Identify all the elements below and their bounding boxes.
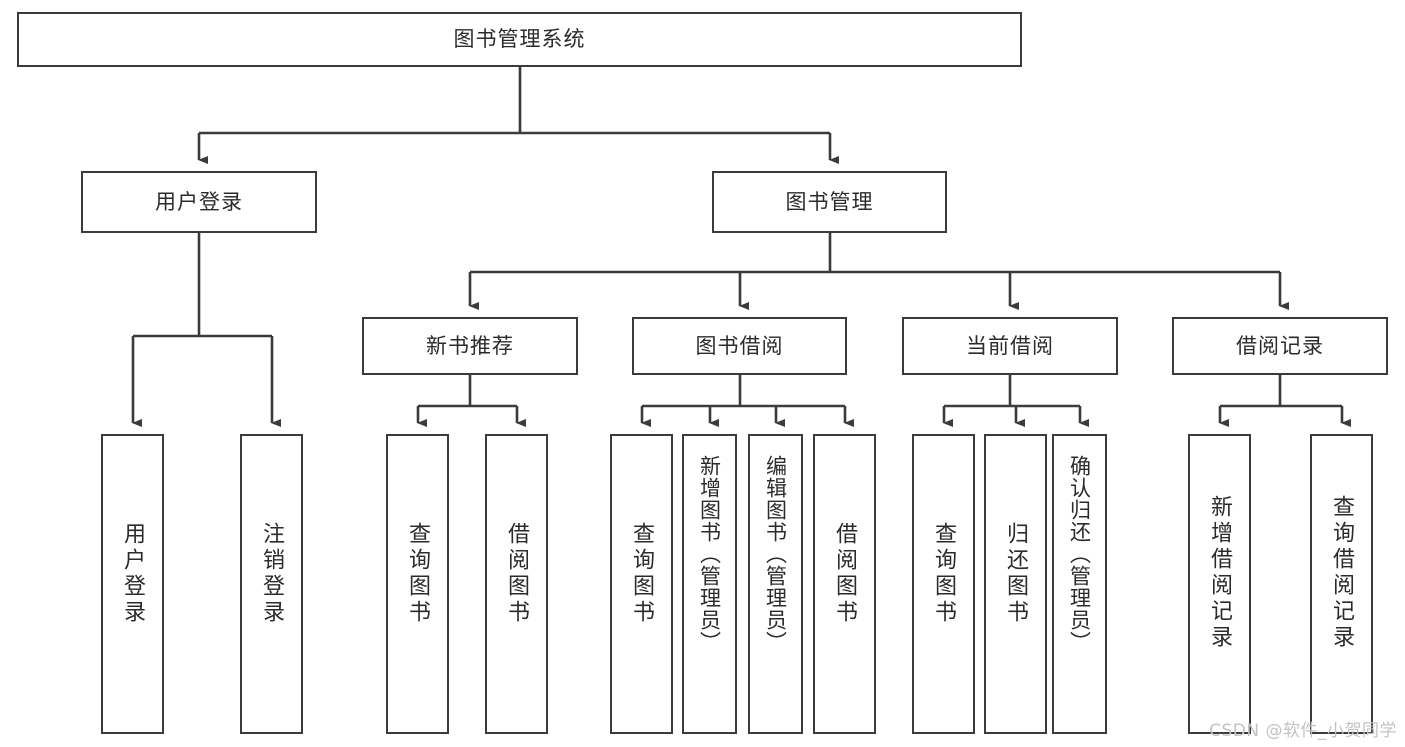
node-leaf-user-login[interactable]: 用户登录: [101, 434, 164, 734]
node-label-leaf-user-login: 用户登录: [120, 522, 146, 626]
node-leaf-add-book[interactable]: 新增图书（管理员）: [682, 434, 737, 734]
node-new-book-recommend[interactable]: 新书推荐: [362, 317, 578, 375]
node-leaf-query-book-2[interactable]: 查询图书: [610, 434, 673, 734]
node-label-current-borrow: 当前借阅: [966, 333, 1054, 358]
node-root[interactable]: 图书管理系统: [17, 12, 1022, 67]
node-leaf-user-logout[interactable]: 注销登录: [240, 434, 303, 734]
node-label-leaf-borrow-book-2: 借阅图书: [832, 522, 858, 626]
node-leaf-query-book-3[interactable]: 查询图书: [912, 434, 975, 734]
node-label-new-book-recommend: 新书推荐: [426, 333, 514, 358]
node-label-root: 图书管理系统: [453, 27, 586, 51]
node-label-book-borrow: 图书借阅: [695, 333, 784, 358]
node-book-borrow[interactable]: 图书借阅: [632, 317, 847, 375]
node-label-leaf-confirm-return: 确认归还（管理员）: [1067, 455, 1092, 653]
node-leaf-add-record[interactable]: 新增借阅记录: [1188, 434, 1251, 734]
node-label-leaf-query-book-1: 查询图书: [405, 522, 431, 626]
node-book-management[interactable]: 图书管理: [712, 171, 947, 233]
node-label-leaf-query-record: 查询借阅记录: [1329, 495, 1355, 651]
node-label-leaf-add-record: 新增借阅记录: [1207, 495, 1233, 651]
node-label-leaf-return-book: 归还图书: [1003, 522, 1029, 626]
node-label-leaf-query-book-2: 查询图书: [629, 522, 655, 626]
node-borrow-record[interactable]: 借阅记录: [1172, 317, 1388, 375]
node-leaf-query-book-1[interactable]: 查询图书: [386, 434, 449, 734]
node-label-user-login: 用户登录: [155, 189, 243, 214]
node-leaf-edit-book[interactable]: 编辑图书（管理员）: [748, 434, 803, 734]
node-leaf-query-record[interactable]: 查询借阅记录: [1310, 434, 1373, 734]
node-label-leaf-edit-book: 编辑图书（管理员）: [763, 455, 788, 653]
node-label-leaf-query-book-3: 查询图书: [931, 522, 957, 626]
node-user-login[interactable]: 用户登录: [81, 171, 317, 233]
node-leaf-borrow-book-2[interactable]: 借阅图书: [813, 434, 876, 734]
node-current-borrow[interactable]: 当前借阅: [902, 317, 1118, 375]
node-label-leaf-add-book: 新增图书（管理员）: [697, 455, 722, 653]
node-leaf-confirm-return[interactable]: 确认归还（管理员）: [1052, 434, 1107, 734]
node-label-book-management: 图书管理: [785, 189, 874, 214]
node-leaf-return-book[interactable]: 归还图书: [984, 434, 1047, 734]
node-leaf-borrow-book-1[interactable]: 借阅图书: [485, 434, 548, 734]
node-label-borrow-record: 借阅记录: [1236, 333, 1324, 358]
node-label-leaf-user-logout: 注销登录: [259, 522, 285, 626]
node-label-leaf-borrow-book-1: 借阅图书: [504, 522, 530, 626]
